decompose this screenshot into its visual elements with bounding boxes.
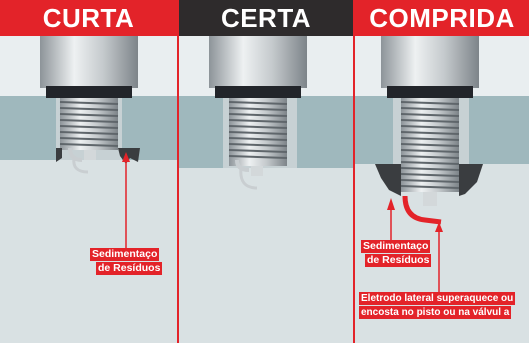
plug-thread (60, 98, 118, 150)
certa-illustration (179, 36, 353, 343)
label-residue-curta-2: de Resíduos (96, 262, 163, 275)
label-residue-comprida-1: Sedimentaço (361, 240, 431, 253)
label-residue-curta-1: Sedimentaço (90, 248, 160, 261)
title-comprida: COMPRIDA (355, 0, 529, 36)
comprida-illustration (355, 36, 529, 343)
curta-illustration (0, 36, 177, 343)
plug-hex (381, 36, 479, 88)
panel-comprida: COMPRIDA Sedimentaço de Resíduos Eletrod… (355, 0, 529, 343)
panel-certa: CERTA (179, 0, 353, 343)
panel-curta: CURTA Sedimentaço de Resíduos (0, 0, 177, 343)
title-certa: CERTA (179, 0, 353, 36)
plug-hex (209, 36, 307, 88)
title-curta: CURTA (0, 0, 177, 36)
label-electrode-2: encosta no pisto ou na válvul a (359, 306, 512, 319)
plug-hex (40, 36, 138, 88)
label-electrode-1: Eletrodo lateral superaquece ou (359, 292, 516, 305)
divider-1 (177, 0, 179, 343)
divider-2 (353, 0, 355, 343)
label-residue-comprida-2: de Resíduos (365, 254, 432, 267)
